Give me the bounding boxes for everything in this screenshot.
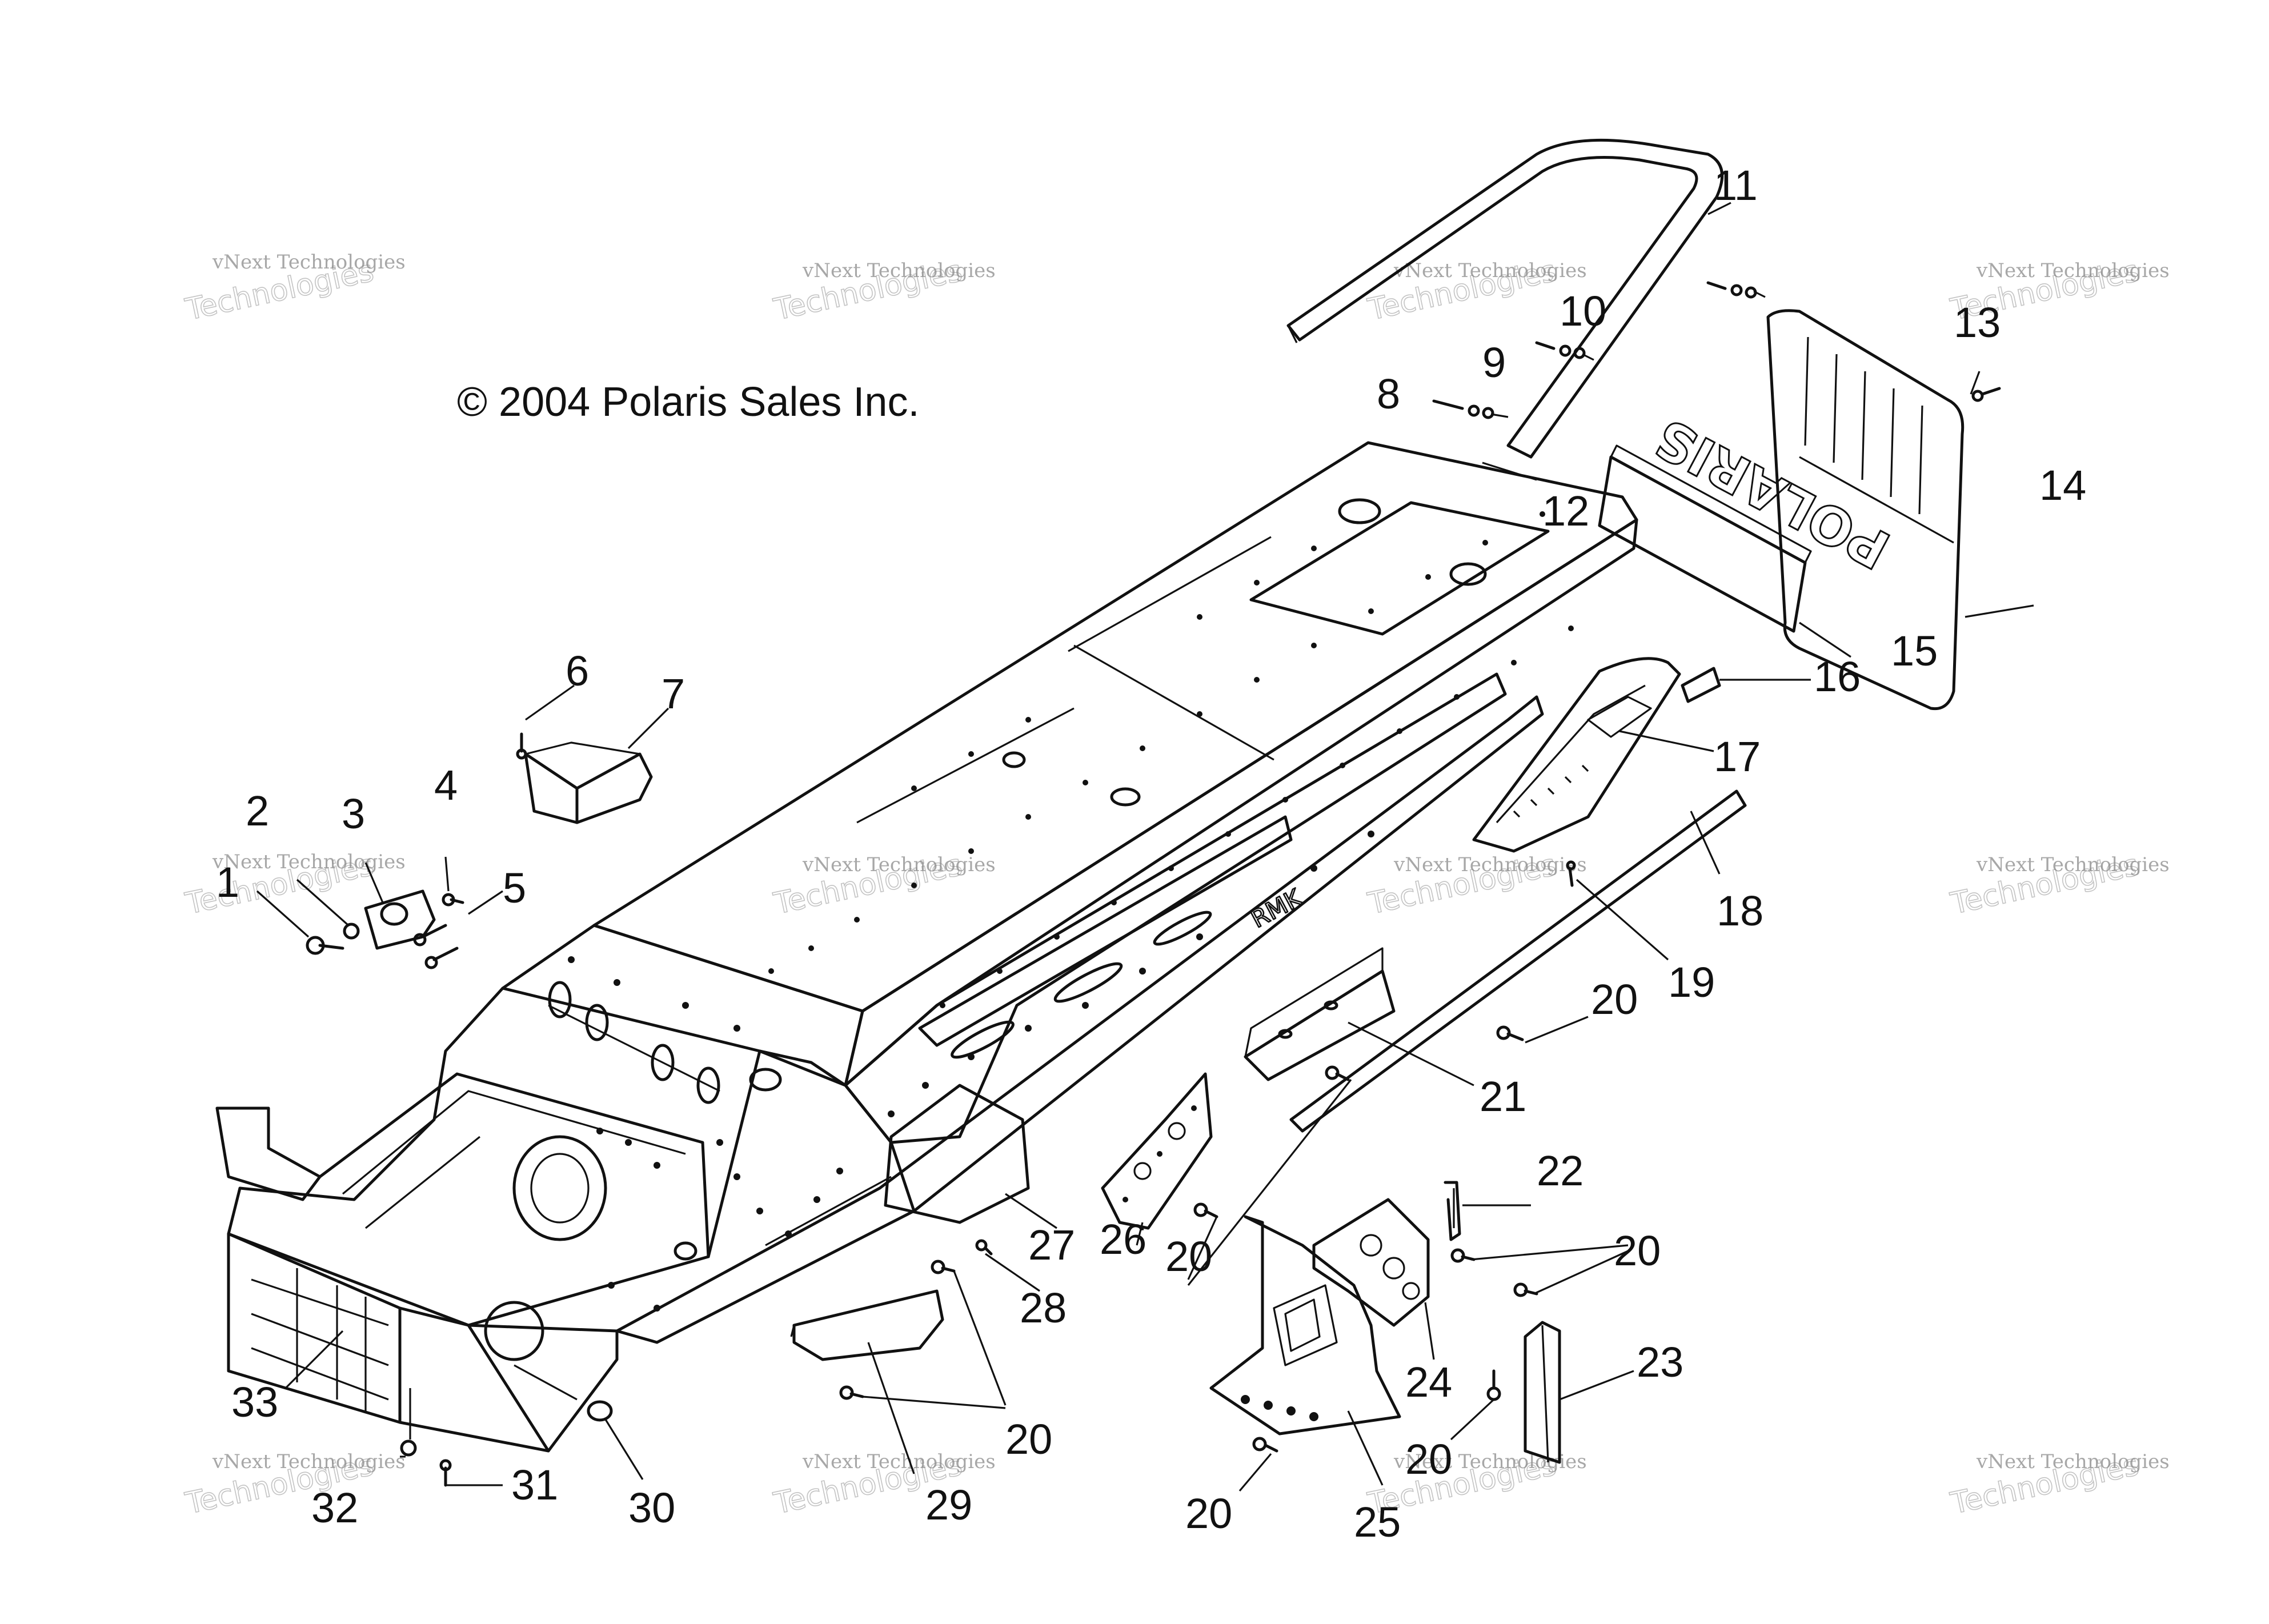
callout-30: 30 <box>628 1484 675 1531</box>
svg-text:vNext Technologies: vNext Technologies <box>212 1450 406 1473</box>
callout-19: 19 <box>1668 959 1715 1006</box>
watermark: Technologies vNext Technologies <box>770 254 996 328</box>
callout-27: 27 <box>1028 1221 1075 1269</box>
callout-26: 26 <box>1100 1216 1146 1263</box>
mount-plate-3 <box>364 889 436 950</box>
plate-26 <box>1101 1072 1213 1230</box>
callout-8: 8 <box>1377 370 1400 418</box>
svg-text:vNext Technologies: vNext Technologies <box>802 259 996 282</box>
watermark: Technologies vNext Technologies <box>1947 1447 2170 1522</box>
callout-21: 21 <box>1480 1073 1526 1120</box>
callout-33: 33 <box>231 1378 278 1426</box>
callout-6: 6 <box>566 647 589 695</box>
leader-lines <box>256 202 2034 1492</box>
callout-23: 23 <box>1637 1338 1683 1386</box>
bracket-7 <box>524 741 653 824</box>
callout-16: 16 <box>1814 653 1861 700</box>
svg-text:vNext Technologies: vNext Technologies <box>1976 853 2170 876</box>
svg-text:vNext Technologies: vNext Technologies <box>1976 259 2170 282</box>
callout-20e: 20 <box>1405 1435 1452 1483</box>
callout-12: 12 <box>1542 487 1589 535</box>
callout-24: 24 <box>1405 1358 1452 1406</box>
callout-25: 25 <box>1354 1498 1401 1546</box>
callout-22: 22 <box>1537 1147 1584 1194</box>
support-24 <box>1312 1198 1430 1327</box>
svg-text:vNext Technologies: vNext Technologies <box>212 851 406 873</box>
callout-5: 5 <box>503 864 526 912</box>
callout-7: 7 <box>662 670 685 717</box>
svg-text:vNext Technologies: vNext Technologies <box>1393 853 1587 876</box>
bracket-21 <box>1244 947 1396 1081</box>
hardware-4 <box>442 893 464 907</box>
callout-31: 31 <box>511 1461 558 1509</box>
hardware-6 <box>516 732 527 760</box>
callout-20b: 20 <box>1165 1233 1212 1280</box>
watermark: Technologies vNext Technologies <box>182 1447 406 1522</box>
callout-10: 10 <box>1560 287 1606 335</box>
watermark: Technologies vNext Technologies <box>1364 848 1587 922</box>
callout-15: 15 <box>1891 627 1938 675</box>
callout-20c: 20 <box>1614 1227 1661 1274</box>
callout-20d: 20 <box>1005 1416 1052 1463</box>
svg-text:vNext Technologies: vNext Technologies <box>1393 259 1587 282</box>
hardware-28 <box>975 1239 993 1256</box>
callout-28: 28 <box>1020 1284 1067 1332</box>
hardware-2 <box>343 923 360 940</box>
snow-flap-logo: POLARIS <box>1645 407 1899 580</box>
flap-stiffener <box>1598 444 1812 633</box>
hardware-5 <box>413 924 459 969</box>
hardware-19 <box>1566 860 1576 887</box>
clip-22 <box>1444 1181 1461 1241</box>
callout-3: 3 <box>342 790 365 837</box>
hardware-31 <box>439 1459 452 1487</box>
slide-rail <box>1289 789 1747 1133</box>
shield-23 <box>1524 1321 1561 1464</box>
callout-18: 18 <box>1717 887 1763 935</box>
callout-14: 14 <box>2039 462 2086 509</box>
svg-text:vNext Technologies: vNext Technologies <box>802 853 996 876</box>
hardware-9 <box>1535 341 1586 359</box>
rear-bumper <box>1286 138 1724 459</box>
callout-32: 32 <box>311 1484 358 1531</box>
callout-1: 1 <box>216 859 239 906</box>
callout-29: 29 <box>925 1481 972 1529</box>
callout-17: 17 <box>1714 733 1761 780</box>
watermark-group: Technologies vNext Technologies Technolo… <box>182 251 2170 1522</box>
hardware-30 <box>587 1400 613 1422</box>
watermark: Technologies vNext Technologies <box>1364 254 1587 328</box>
bolt-20 <box>839 1025 1538 1453</box>
svg-text:vNext Technologies: vNext Technologies <box>212 251 406 274</box>
callout-11: 11 <box>1714 162 1758 209</box>
hardware-10 <box>1706 281 1757 299</box>
callout-2: 2 <box>246 787 269 835</box>
running-board <box>1472 657 1681 853</box>
decal-16 <box>1681 667 1721 703</box>
watermark: Technologies vNext Technologies <box>182 251 406 328</box>
callout-13: 13 <box>1954 299 2001 346</box>
callouts: 1 2 3 4 5 6 7 8 9 10 11 12 13 14 15 16 1… <box>216 162 2086 1546</box>
bracket-25 <box>1209 1215 1401 1435</box>
callout-20f: 20 <box>1185 1490 1232 1537</box>
svg-text:vNext Technologies: vNext Technologies <box>1976 1450 2170 1473</box>
watermark: Technologies vNext Technologies <box>770 848 996 922</box>
callout-9: 9 <box>1482 339 1506 386</box>
hardware-13 <box>1971 387 2001 402</box>
hardware-32 <box>400 1388 417 1457</box>
watermark: Technologies vNext Technologies <box>1947 848 2170 922</box>
hardware-8 <box>1432 399 1494 419</box>
copyright-text: © 2004 Polaris Sales Inc. <box>457 379 919 425</box>
guard-29 <box>790 1289 944 1361</box>
callout-4: 4 <box>434 761 458 809</box>
svg-text:vNext Technologies: vNext Technologies <box>802 1450 996 1473</box>
callout-20a: 20 <box>1591 976 1638 1023</box>
hardware-1 <box>306 936 344 955</box>
